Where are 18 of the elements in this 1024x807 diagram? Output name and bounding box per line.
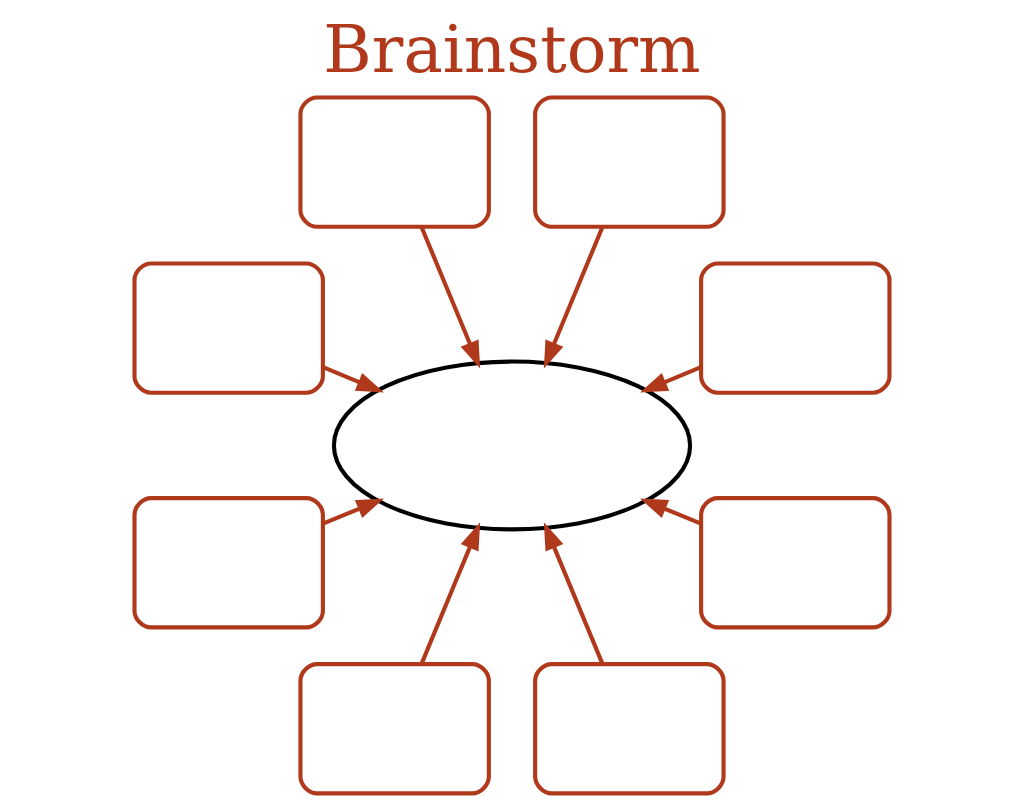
node-box [533, 662, 726, 796]
arrow [640, 498, 702, 526]
arrow [640, 365, 702, 393]
arrow [419, 522, 481, 665]
node-box [132, 496, 325, 630]
node-ellipse [331, 359, 693, 532]
diagram-title: Brainstorm [323, 10, 701, 88]
arrow [322, 498, 384, 526]
node-box [699, 496, 892, 630]
arrow [322, 365, 384, 393]
node-box [132, 261, 325, 395]
node-box [298, 662, 491, 796]
node-box [298, 95, 491, 229]
arrow [543, 522, 605, 665]
arrow [419, 226, 481, 369]
arrow [543, 226, 605, 369]
node-box [533, 95, 726, 229]
node-box [699, 261, 892, 395]
